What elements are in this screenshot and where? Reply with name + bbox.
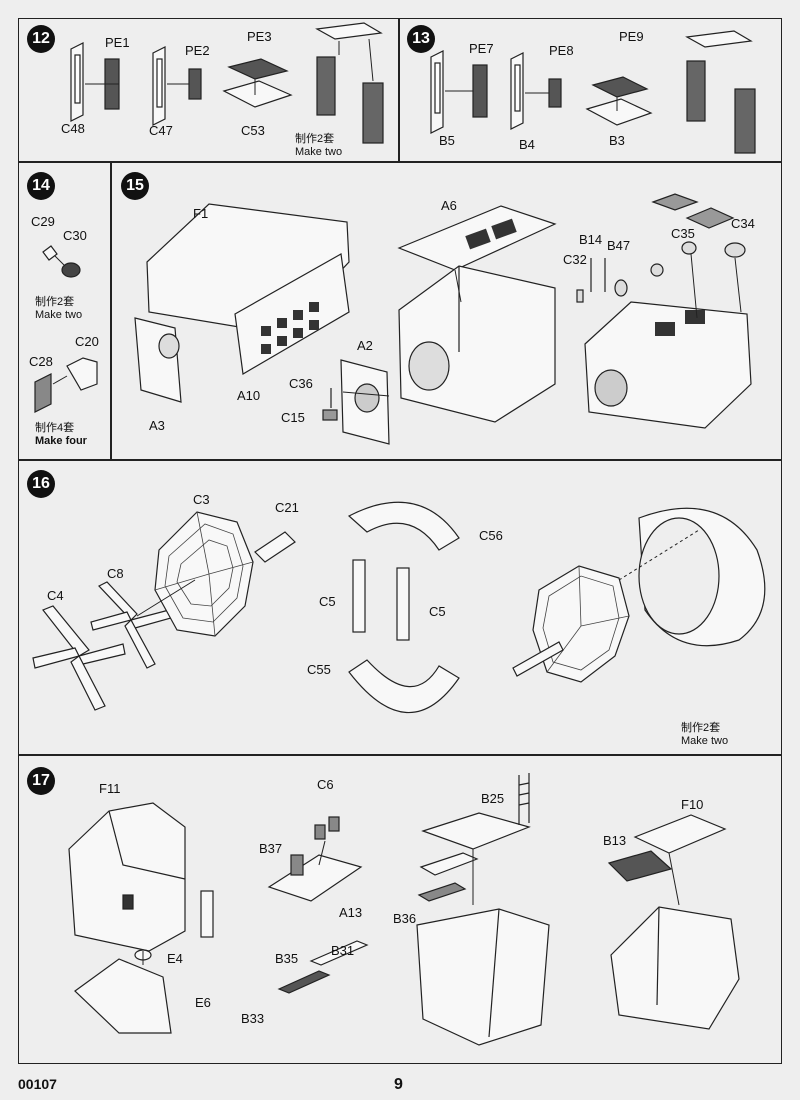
label-c30: C30: [63, 228, 87, 243]
label-b36: B36: [393, 911, 417, 926]
step-14-badge: 14: [27, 172, 55, 200]
step-12-panel: 12: [18, 18, 400, 163]
label-c5-right: C5: [429, 604, 446, 619]
label-f11: F11: [99, 781, 121, 796]
step-13-panel: 13 PE7 PE8 PE9 B5: [398, 18, 782, 163]
step-15-panel: 15: [110, 161, 782, 461]
label-a13: A13: [339, 905, 363, 920]
step-17-badge: 17: [27, 767, 55, 795]
label-c36: C36: [289, 376, 313, 391]
page-number: 9: [394, 1076, 403, 1093]
label-c34: C34: [731, 216, 755, 231]
label-pe3: PE3: [247, 29, 272, 44]
label-c28: C28: [29, 354, 53, 369]
step-17-panel: 17: [18, 754, 782, 1064]
label-c32: C32: [563, 252, 587, 267]
step-14-panel: 14 C29 C30 制作2套 Make two C28 C20 制作4套 Ma…: [18, 161, 112, 461]
label-b31: B31: [331, 943, 355, 958]
label-c55: C55: [307, 662, 331, 677]
label-f10: F10: [681, 797, 704, 812]
step-13-drawing: [430, 30, 756, 154]
label-b3: B3: [609, 133, 625, 148]
label-pe7: PE7: [469, 41, 494, 56]
label-c6: C6: [317, 777, 334, 792]
label-a3: A3: [149, 418, 165, 433]
label-a10: A10: [237, 388, 261, 403]
step-15-badge: 15: [121, 172, 149, 200]
step-16-note: 制作2套 Make two: [681, 722, 729, 747]
step-17-drawing: [68, 773, 740, 1046]
step-12-note: 制作2套 Make two: [295, 133, 343, 158]
label-c35: C35: [671, 226, 695, 241]
label-pe8: PE8: [549, 43, 574, 58]
label-c29: C29: [31, 214, 55, 229]
label-b37: B37: [259, 841, 283, 856]
label-b25: B25: [481, 791, 505, 806]
label-c15: C15: [281, 410, 305, 425]
label-b13: B13: [603, 833, 627, 848]
label-b4: B4: [519, 137, 535, 152]
label-a2: A2: [357, 338, 373, 353]
label-pe2: PE2: [185, 43, 210, 58]
label-b47: B47: [607, 238, 631, 253]
step-16-drawing: [32, 501, 766, 714]
step-12-badge: 12: [27, 25, 55, 53]
step-15-drawing: [134, 193, 752, 445]
step-14-drawing: [34, 245, 98, 413]
label-e6: E6: [195, 995, 211, 1010]
label-e4: E4: [167, 951, 183, 966]
label-c48: C48: [61, 121, 85, 136]
label-c5-left: C5: [319, 594, 336, 609]
label-c56: C56: [479, 528, 503, 543]
label-b14: B14: [579, 232, 603, 247]
label-c20: C20: [75, 334, 99, 349]
label-f1: F1: [193, 206, 209, 221]
label-c53: C53: [241, 123, 265, 138]
label-c21: C21: [275, 500, 299, 515]
label-b5: B5: [439, 133, 455, 148]
label-c8: C8: [107, 566, 124, 581]
step-12-drawing: [70, 22, 384, 144]
label-a6: A6: [441, 198, 457, 213]
label-b35: B35: [275, 951, 299, 966]
label-c3: C3: [193, 492, 210, 507]
label-pe1: PE1: [105, 35, 130, 50]
label-c4: C4: [47, 588, 64, 603]
catalog-number: 00107: [18, 1076, 57, 1092]
label-c47: C47: [149, 123, 173, 138]
step-16-badge: 16: [27, 470, 55, 498]
label-b33: B33: [241, 1011, 265, 1026]
step-14-note-2: 制作4套 Make four: [35, 422, 87, 447]
step-14-note-1: 制作2套 Make two: [35, 296, 83, 321]
label-pe9: PE9: [619, 29, 644, 44]
step-16-panel: 16: [18, 459, 782, 756]
step-13-badge: 13: [407, 25, 435, 53]
